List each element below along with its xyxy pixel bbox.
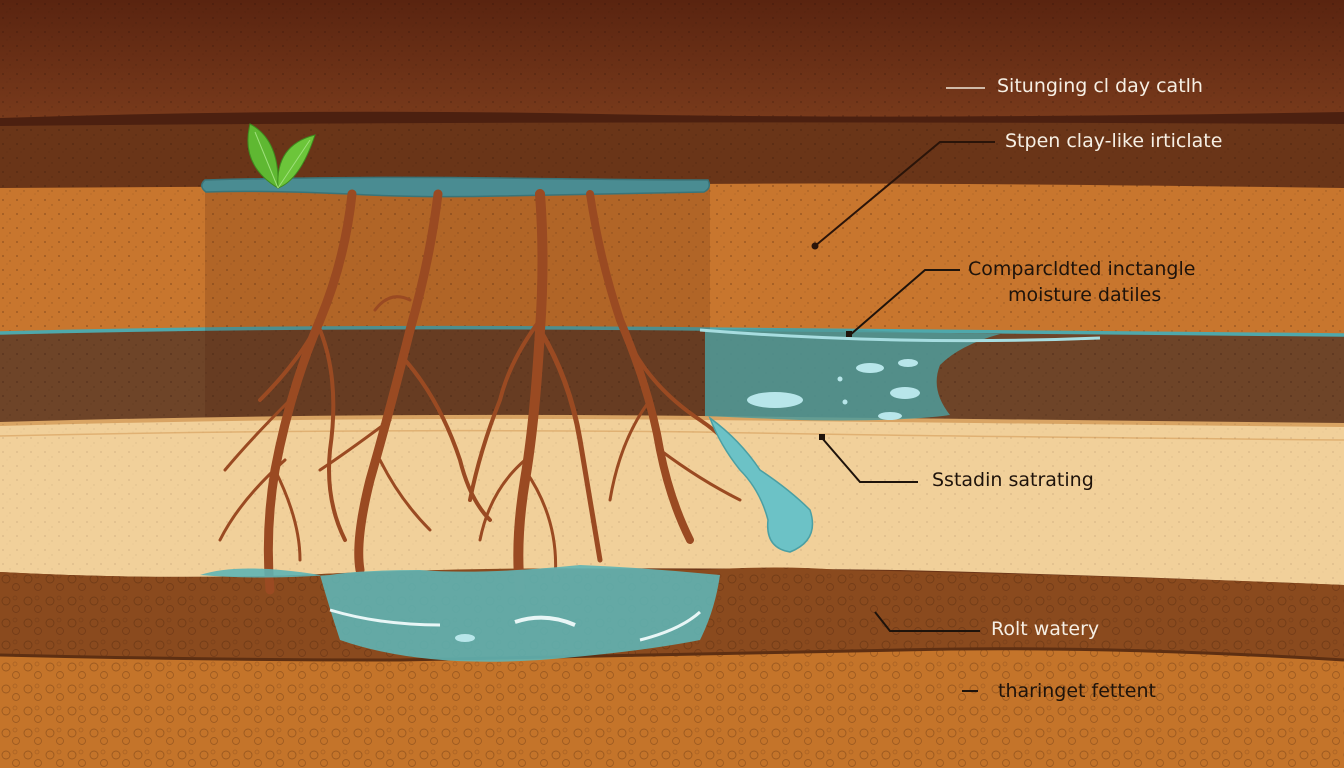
- label-6: tharinget fettent: [998, 680, 1156, 702]
- label-1: Situnging cl day catlh: [997, 75, 1203, 97]
- leaf-icon: [247, 123, 316, 189]
- label-2: Stpen clay-like irticlate: [1005, 130, 1223, 152]
- water-pool-upper: [699, 328, 1101, 421]
- surface-water: [201, 176, 711, 198]
- label-4: Sstadin satrating: [932, 469, 1094, 491]
- water-drip: [708, 415, 814, 553]
- label-3-line-2: moisture datiles: [1008, 284, 1162, 306]
- leader-lines: [811, 87, 995, 692]
- layer-top-soil: [0, 0, 1344, 125]
- label-5: Rolt watery: [991, 618, 1100, 640]
- layer-orange-soil: [0, 183, 1344, 336]
- water-pool-lower: [200, 565, 720, 662]
- root-zone-shade: [205, 188, 710, 420]
- layer-compacted: [0, 328, 1344, 425]
- moisture-line: [0, 325, 1344, 337]
- layer-bottom-soil: [0, 647, 1344, 768]
- label-3-line-1: Comparcldted inctangle: [968, 258, 1196, 280]
- root-system: [218, 189, 752, 595]
- layer-clay-band: [0, 122, 1344, 188]
